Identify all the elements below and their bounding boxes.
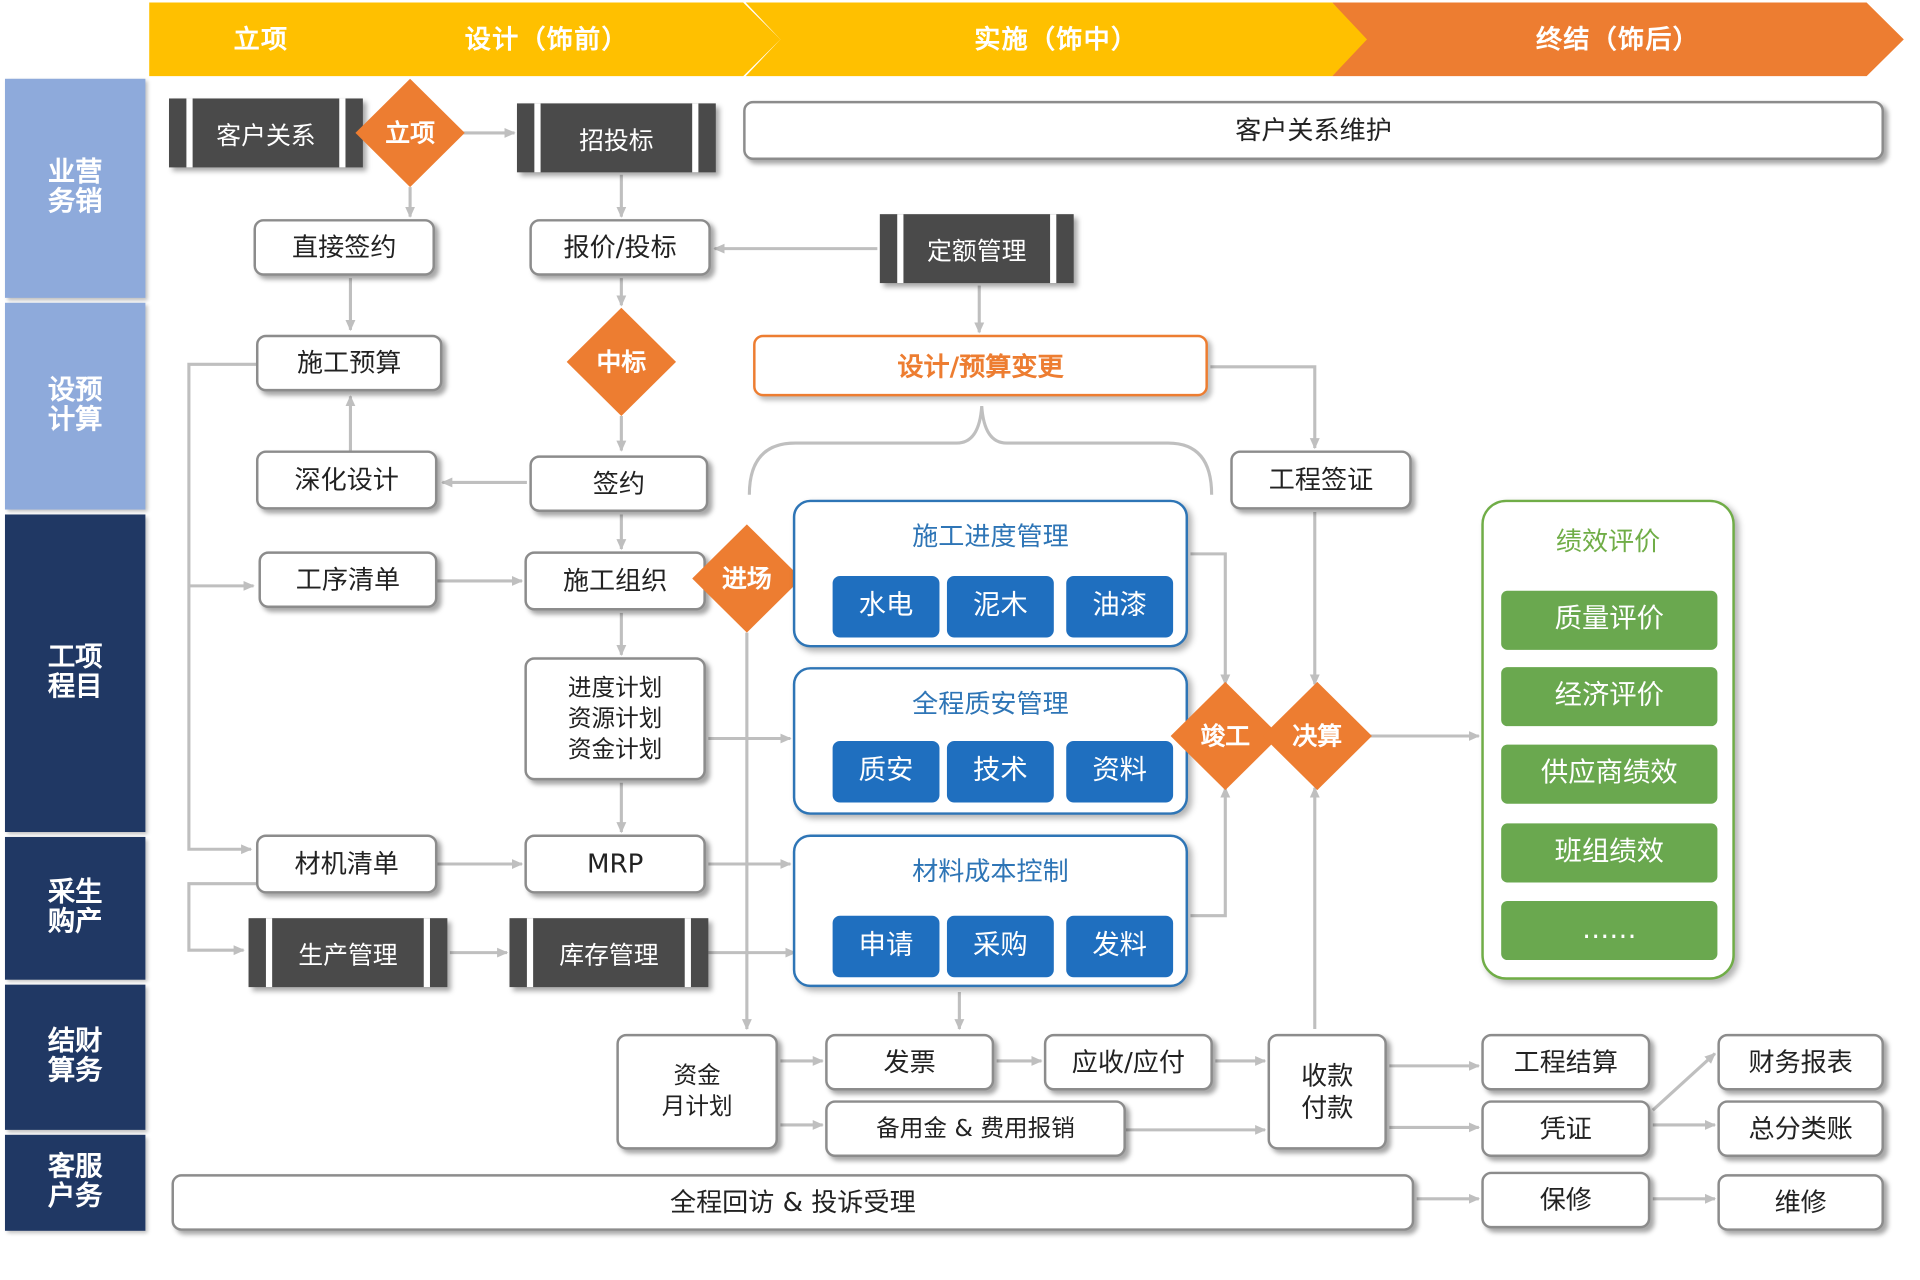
mrp-box[interactable]: MRP [524,834,706,894]
general-ledger-box[interactable]: 总分类账 [1717,1100,1884,1157]
jungong-decision[interactable]: 竣工 [1170,681,1280,791]
inventory-management-box[interactable]: 库存管理 [509,918,709,988]
more-items[interactable]: …… [1501,900,1718,961]
design-change-box[interactable]: 设计/预算变更 [753,334,1208,397]
chip-water-electric[interactable]: 水电 [832,576,940,638]
revisit-complaint-box[interactable]: 全程回访 & 投诉受理 [171,1174,1415,1231]
chip-technology[interactable]: 技术 [946,740,1054,803]
chip-masonry-wood[interactable]: 泥木 [946,576,1054,638]
zhongbiao-decision-label: 中标 [596,347,647,377]
phase-lixiang-label: 立项 [233,24,289,55]
jiesuan-decision-label: 决算 [1292,721,1343,751]
phase-chevron-implementation: 实施（饰中） [745,2,1367,77]
quality-evaluation-item[interactable]: 质量评价 [1501,590,1718,650]
lane-customer-service: 客服 户务 [4,1134,146,1231]
plans-box[interactable]: 进度计划 资源计划 资金计划 [524,657,706,781]
lane-design-budget: 设预 计算 [4,302,146,510]
phase-chevron-design: 立项 设计（饰前） [149,2,783,77]
chip-purchase[interactable]: 采购 [946,915,1054,978]
lane-finance: 结财 算务 [4,984,146,1130]
jiesuan-decision[interactable]: 决算 [1262,681,1372,791]
sign-contract-box[interactable]: 签约 [529,455,709,513]
petty-cash-reimbursement-box[interactable]: 备用金 & 费用报销 [825,1100,1126,1157]
financial-report-box[interactable]: 财务报表 [1717,1033,1884,1091]
lixiang-decision[interactable]: 立项 [355,78,465,188]
receivable-payable-box[interactable]: 应收/应付 [1043,1033,1213,1091]
construction-org-box[interactable]: 施工组织 [524,551,706,611]
jungong-decision-label: 竣工 [1200,721,1251,751]
lane-sales: 业营 务销 [4,78,146,298]
quality-safety-group: 全程质安管理 质安 技术 资料 [792,667,1189,815]
warranty-box[interactable]: 保修 [1481,1171,1651,1229]
phase-design-label: 设计（饰前） [464,24,629,55]
lixiang-decision-label: 立项 [385,118,435,148]
lane-project: 工项 程目 [4,514,146,833]
jinchang-decision-label: 进场 [722,563,772,594]
detailed-design-box[interactable]: 深化设计 [255,450,438,510]
progress-management-group: 施工进度管理 水电 泥木 油漆 [792,499,1189,648]
chip-issue-material[interactable]: 发料 [1066,915,1174,978]
construction-budget-box[interactable]: 施工预算 [255,334,443,392]
material-cost-title: 材料成本控制 [912,856,1069,887]
project-settlement-box[interactable]: 工程结算 [1481,1033,1651,1091]
team-performance-item[interactable]: 班组绩效 [1501,823,1718,883]
supplier-performance-item[interactable]: 供应商绩效 [1501,744,1718,804]
crm-maintenance-box[interactable]: 客户关系维护 [743,100,1884,161]
quote-bid-box[interactable]: 报价/投标 [529,219,711,276]
repair-box[interactable]: 维修 [1717,1174,1884,1231]
phase-final-label: 终结（饰后） [1535,24,1701,55]
collect-pay-box[interactable]: 收款 付款 [1267,1033,1387,1150]
voucher-box[interactable]: 凭证 [1481,1100,1651,1157]
performance-panel: 绩效评价 质量评价 经济评价 供应商绩效 班组绩效 …… [1481,499,1735,980]
bidding-box[interactable]: 招投标 [516,103,716,173]
process-list-box[interactable]: 工序清单 [258,551,438,609]
chip-painting[interactable]: 油漆 [1066,576,1174,638]
performance-title: 绩效评价 [1555,526,1661,557]
quota-management-box[interactable]: 定额管理 [879,214,1074,284]
production-management-box[interactable]: 生产管理 [248,918,448,988]
invoice-box[interactable]: 发票 [825,1033,995,1091]
zhongbiao-decision[interactable]: 中标 [566,307,677,417]
phase-implementation-label: 实施（饰中） [974,24,1139,55]
phase-chevron-final: 终结（饰后） [1332,2,1906,77]
chip-quality-safety[interactable]: 质安 [832,740,940,803]
quality-safety-title: 全程质安管理 [912,689,1069,719]
material-list-box[interactable]: 材机清单 [255,834,438,894]
fund-monthly-plan-box[interactable]: 资金 月计划 [616,1033,778,1150]
customer-relation-box[interactable]: 客户关系 [169,98,363,168]
direct-sign-box[interactable]: 直接签约 [253,219,435,276]
chip-apply[interactable]: 申请 [832,915,940,978]
material-cost-group: 材料成本控制 申请 采购 发料 [792,834,1189,988]
economic-evaluation-item[interactable]: 经济评价 [1501,667,1718,727]
lane-purchase-production: 采生 购产 [4,836,146,980]
chip-documents[interactable]: 资料 [1066,740,1174,803]
jinchang-decision[interactable]: 进场 [692,524,802,633]
progress-management-title: 施工进度管理 [912,521,1069,552]
project-visa-box[interactable]: 工程签证 [1230,450,1412,510]
